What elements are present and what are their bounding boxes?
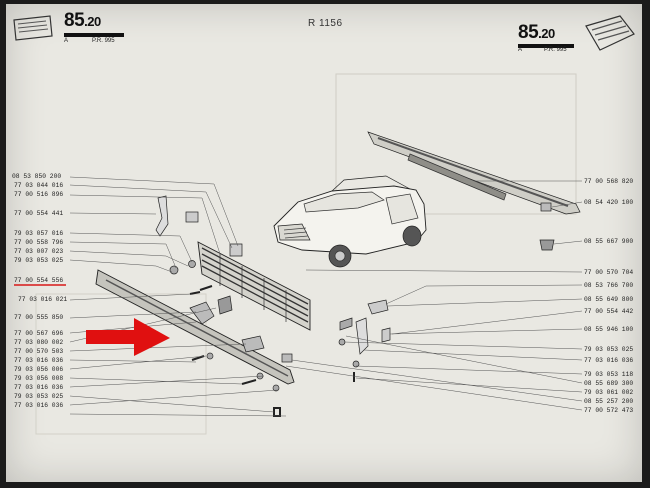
part-number-right: 77 00 570 704 bbox=[584, 269, 634, 276]
car-illustration bbox=[273, 175, 427, 268]
part-number-right: 79 03 053 025 bbox=[584, 346, 634, 353]
section-letter: A bbox=[64, 38, 69, 44]
part-number-highlighted: 77 00 554 556 bbox=[14, 277, 64, 284]
part-number-right: 77 00 554 442 bbox=[584, 308, 634, 315]
part-number-right: 08 55 689 300 bbox=[584, 380, 634, 387]
part-number-left: 77 03 016 036 bbox=[14, 357, 64, 364]
part-number-right: 08 55 257 200 bbox=[584, 398, 634, 405]
part-number-right: 77 03 016 036 bbox=[584, 357, 634, 364]
exploded-diagram bbox=[14, 73, 583, 435]
section-letter-right: A bbox=[518, 47, 523, 53]
red-arrow-icon bbox=[86, 318, 170, 356]
part-number-left: 79 03 053 025 bbox=[14, 393, 64, 400]
pr-number-right: P.R. 995 bbox=[544, 47, 567, 53]
part-number-left: 77 00 558 796 bbox=[14, 239, 64, 246]
part-number-left: 79 03 056 008 bbox=[14, 375, 64, 382]
part-number-right: 77 00 568 820 bbox=[584, 178, 634, 185]
part-number-left: 77 03 080 002 bbox=[14, 339, 64, 346]
part-number-left: 08 53 850 200 bbox=[12, 173, 62, 180]
section-number-left: 85.20 bbox=[64, 10, 101, 31]
part-number-left: 77 03 016 036 bbox=[14, 384, 64, 391]
part-number-left: 79 03 053 025 bbox=[14, 257, 64, 264]
part-number-left: 77 00 516 896 bbox=[14, 191, 64, 198]
pr-number: P.R. 995 bbox=[92, 38, 115, 44]
catalog-page: 85.20 A P.R. 995 R 1156 85.20 A P.R. 995 bbox=[6, 4, 642, 482]
part-number-left: 77 00 555 850 bbox=[14, 314, 64, 321]
part-number-right: 08 55 946 100 bbox=[584, 326, 634, 333]
part-number-left: 79 03 057 016 bbox=[14, 230, 64, 237]
part-number-left: 77 03 016 021 bbox=[18, 296, 68, 303]
part-number-left: 77 03 007 023 bbox=[14, 248, 64, 255]
part-number-right: 79 03 053 118 bbox=[584, 371, 634, 378]
part-number-right: 77 00 572 473 bbox=[584, 407, 634, 414]
part-number-right: 08 53 766 700 bbox=[584, 282, 634, 289]
part-number-left: 77 03 044 016 bbox=[14, 182, 64, 189]
section-number-right: 85.20 bbox=[518, 22, 555, 43]
part-number-left: 77 00 570 503 bbox=[14, 348, 64, 355]
part-number-left: 77 03 016 036 bbox=[14, 402, 64, 409]
part-number-left: 77 00 554 441 bbox=[14, 210, 64, 217]
part-number-left: 79 03 056 006 bbox=[14, 366, 64, 373]
grille-thumbnail-icon bbox=[585, 15, 635, 51]
part-number-right: 08 55 667 900 bbox=[584, 238, 634, 245]
part-number-right: 08 55 649 800 bbox=[584, 296, 634, 303]
part-number-right: 08 54 420 100 bbox=[584, 199, 634, 206]
part-number-right: 79 03 061 002 bbox=[584, 389, 634, 396]
part-number-left: 77 00 567 696 bbox=[14, 330, 64, 337]
reference-number: R 1156 bbox=[308, 18, 343, 29]
section-underline-right bbox=[518, 44, 574, 48]
grille-thumbnail-icon bbox=[13, 15, 53, 41]
section-underline bbox=[64, 33, 124, 37]
grille-illustration bbox=[197, 241, 311, 331]
